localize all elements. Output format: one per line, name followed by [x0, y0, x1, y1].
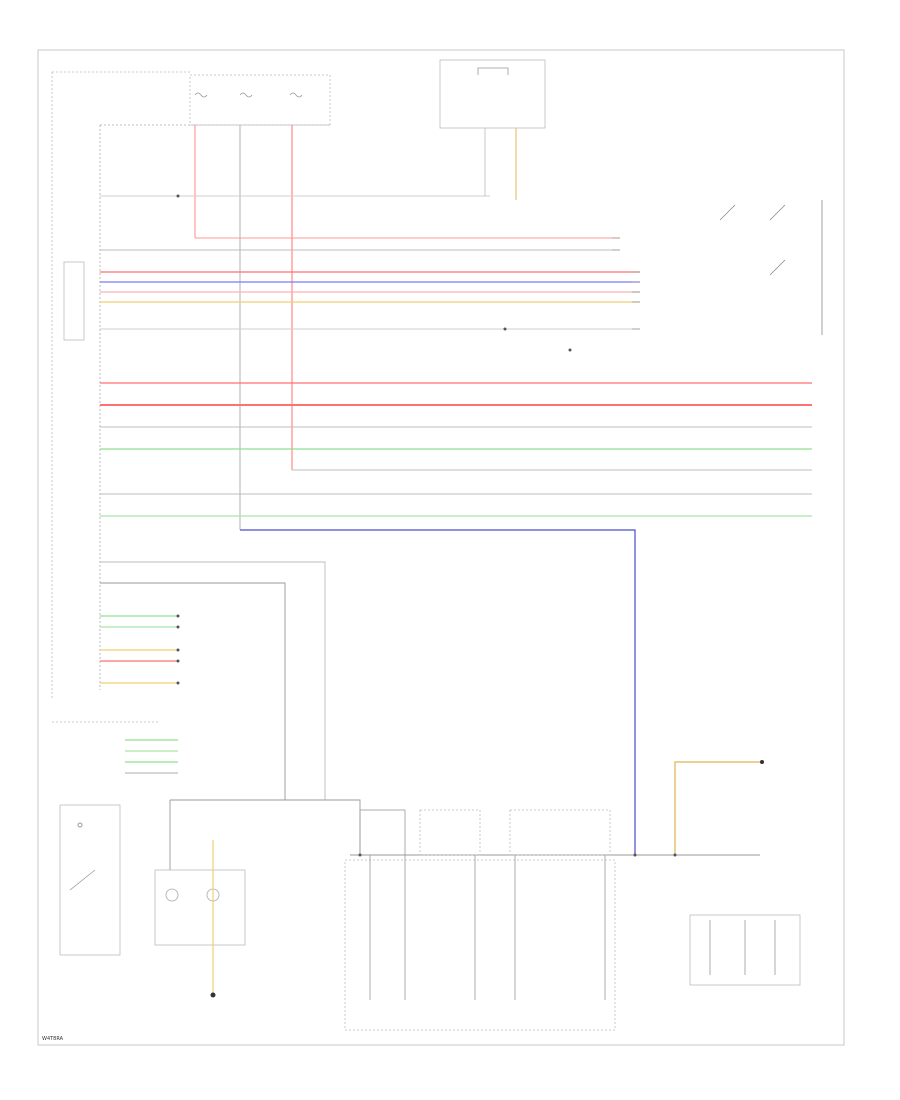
ground-point-right: [760, 760, 764, 764]
turn-signal-switch-box: [59, 804, 121, 956]
fuse-block: [189, 74, 331, 126]
lamp-module-3: [509, 809, 611, 856]
wire-lower-gray2: [100, 582, 286, 800]
lamp-housing: [154, 869, 246, 946]
exterior-light-switch: [719, 200, 823, 335]
module-boundary: [51, 71, 190, 700]
lamp-module-1: [359, 809, 406, 856]
right-pin-ticks: [612, 237, 640, 330]
connector-dots: [176, 194, 677, 857]
connector-block: [63, 261, 85, 341]
wire-bottom-rail: [170, 799, 361, 855]
lower-verticals: [369, 855, 606, 1000]
lamp-module-2: [419, 809, 481, 856]
footer-code: W4T8RA: [42, 1036, 64, 1042]
door-switch-box: [689, 914, 801, 986]
instrument-cluster-box: [439, 59, 546, 129]
switch-lever: [69, 869, 96, 891]
diagram-border: [37, 49, 845, 1046]
wire-lower-gray1: [100, 561, 326, 800]
fuse-symbols: [194, 92, 303, 98]
switch-contact: [77, 822, 83, 828]
lower-connector-box: [344, 859, 616, 1031]
cluster-bracket: [477, 67, 509, 75]
wire-navy: [240, 529, 636, 855]
lamp-bulb-1: [165, 888, 179, 902]
wire-right-tan: [674, 761, 760, 855]
door-switch-contacts: [709, 920, 776, 975]
ground-point-left: [210, 992, 216, 998]
